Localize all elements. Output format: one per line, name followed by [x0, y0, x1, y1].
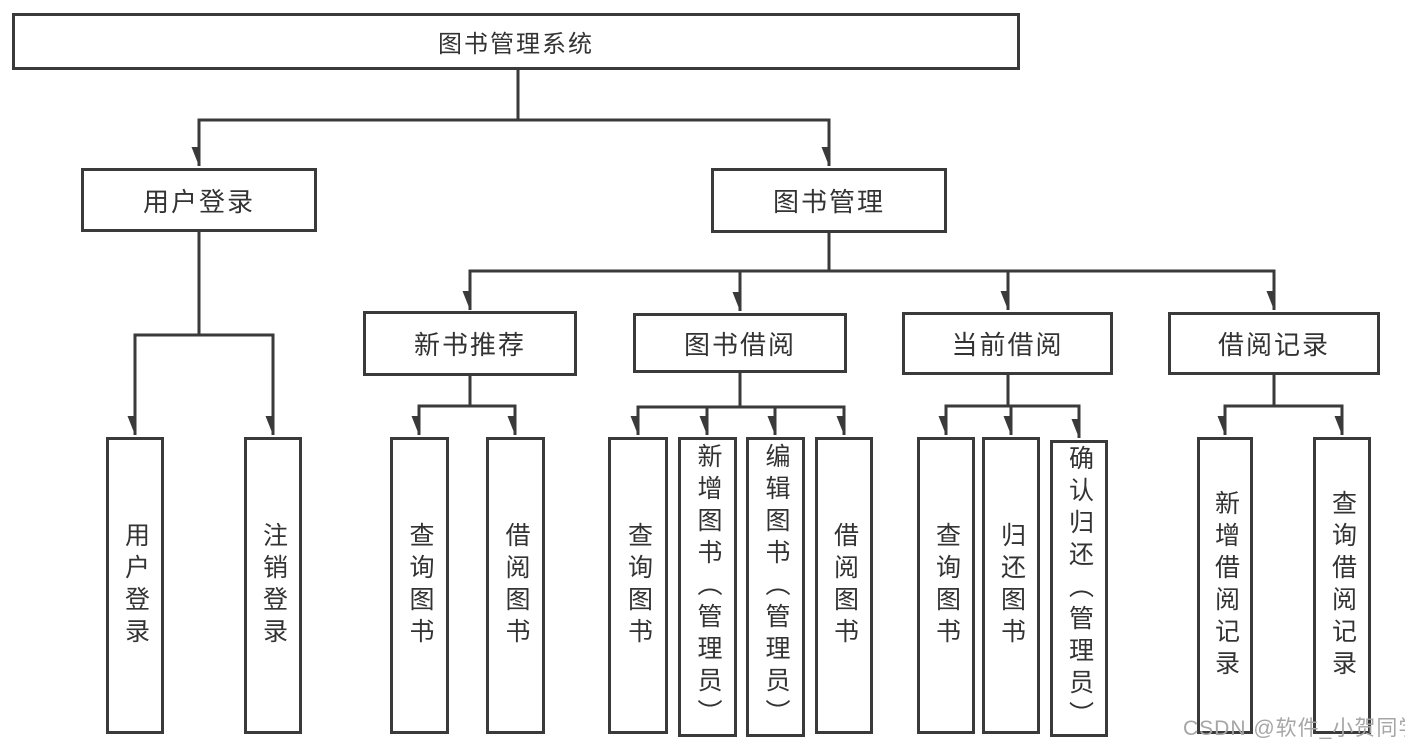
- node-borrow-record-label: 借阅记录: [1217, 330, 1330, 360]
- leaf-bb-add-book: 新增图书（管理员）: [678, 437, 737, 737]
- leaf-bb-borrow-book-label: 借阅图书: [830, 521, 859, 650]
- node-book-mgmt: 图书管理: [711, 168, 947, 233]
- connector-borrowrecord-to-leaves: [1224, 375, 1344, 435]
- node-borrow-record: 借阅记录: [1168, 312, 1380, 375]
- leaf-bb-edit-book-label: 编辑图书（管理员）: [762, 443, 790, 731]
- leaf-cb-query-book-label: 查询图书: [932, 521, 961, 650]
- leaf-logout-label: 注销登录: [259, 521, 288, 650]
- leaf-bb-query-book: 查询图书: [608, 437, 668, 734]
- node-root: 图书管理系统: [12, 13, 1020, 70]
- leaf-bb-add-book-label: 新增图书（管理员）: [694, 443, 722, 731]
- leaf-user-login-label: 用户登录: [121, 521, 150, 650]
- leaf-nb-borrow-book: 借阅图书: [486, 437, 545, 734]
- leaf-nb-query-book-label: 查询图书: [406, 521, 434, 650]
- leaf-br-query-record-label: 查询借阅记录: [1328, 489, 1357, 682]
- leaf-cb-query-book: 查询图书: [917, 437, 975, 734]
- leaf-br-add-record: 新增借阅记录: [1197, 437, 1253, 734]
- node-root-label: 图书管理系统: [438, 31, 594, 58]
- leaf-bb-edit-book: 编辑图书（管理员）: [746, 437, 805, 737]
- leaf-user-login: 用户登录: [106, 437, 164, 734]
- connector-root-to-level2: [198, 69, 831, 166]
- node-book-borrow-label: 图书借阅: [683, 329, 796, 360]
- leaf-cb-confirm-return: 确认归还（管理员）: [1050, 440, 1108, 737]
- leaf-cb-return-book-label: 归还图书: [997, 521, 1026, 650]
- leaf-logout: 注销登录: [244, 437, 302, 734]
- leaf-br-query-record: 查询借阅记录: [1313, 437, 1371, 734]
- node-current-borrow-label: 当前借阅: [951, 330, 1064, 360]
- leaf-cb-return-book: 归还图书: [982, 437, 1040, 734]
- connector-newbookrec-to-leaves: [418, 376, 517, 435]
- csdn-watermark: CSDN @软件_小贺同学: [1183, 717, 1405, 740]
- node-book-mgmt-label: 图书管理: [772, 187, 885, 217]
- leaf-nb-query-book: 查询图书: [390, 437, 449, 734]
- node-book-borrow: 图书借阅: [633, 313, 847, 373]
- connector-bookmgmt-to-level3: [469, 233, 1276, 311]
- leaf-bb-borrow-book: 借阅图书: [815, 437, 873, 734]
- connector-userlogin-to-leaves: [134, 232, 275, 435]
- leaf-bb-query-book-label: 查询图书: [624, 521, 653, 650]
- leaf-cb-confirm-return-label: 确认归还（管理员）: [1065, 444, 1094, 733]
- node-user-login: 用户登录: [81, 168, 317, 232]
- leaf-br-add-record-label: 新增借阅记录: [1211, 489, 1240, 682]
- node-new-book-rec-label: 新书推荐: [413, 330, 526, 360]
- leaf-nb-borrow-book-label: 借阅图书: [502, 521, 530, 650]
- connector-bookborrow-to-leaves: [637, 373, 846, 435]
- connector-currentborrow-to-leaves: [945, 375, 1081, 438]
- node-user-login-label: 用户登录: [142, 186, 255, 217]
- node-current-borrow: 当前借阅: [902, 312, 1113, 375]
- node-new-book-rec: 新书推荐: [363, 311, 577, 376]
